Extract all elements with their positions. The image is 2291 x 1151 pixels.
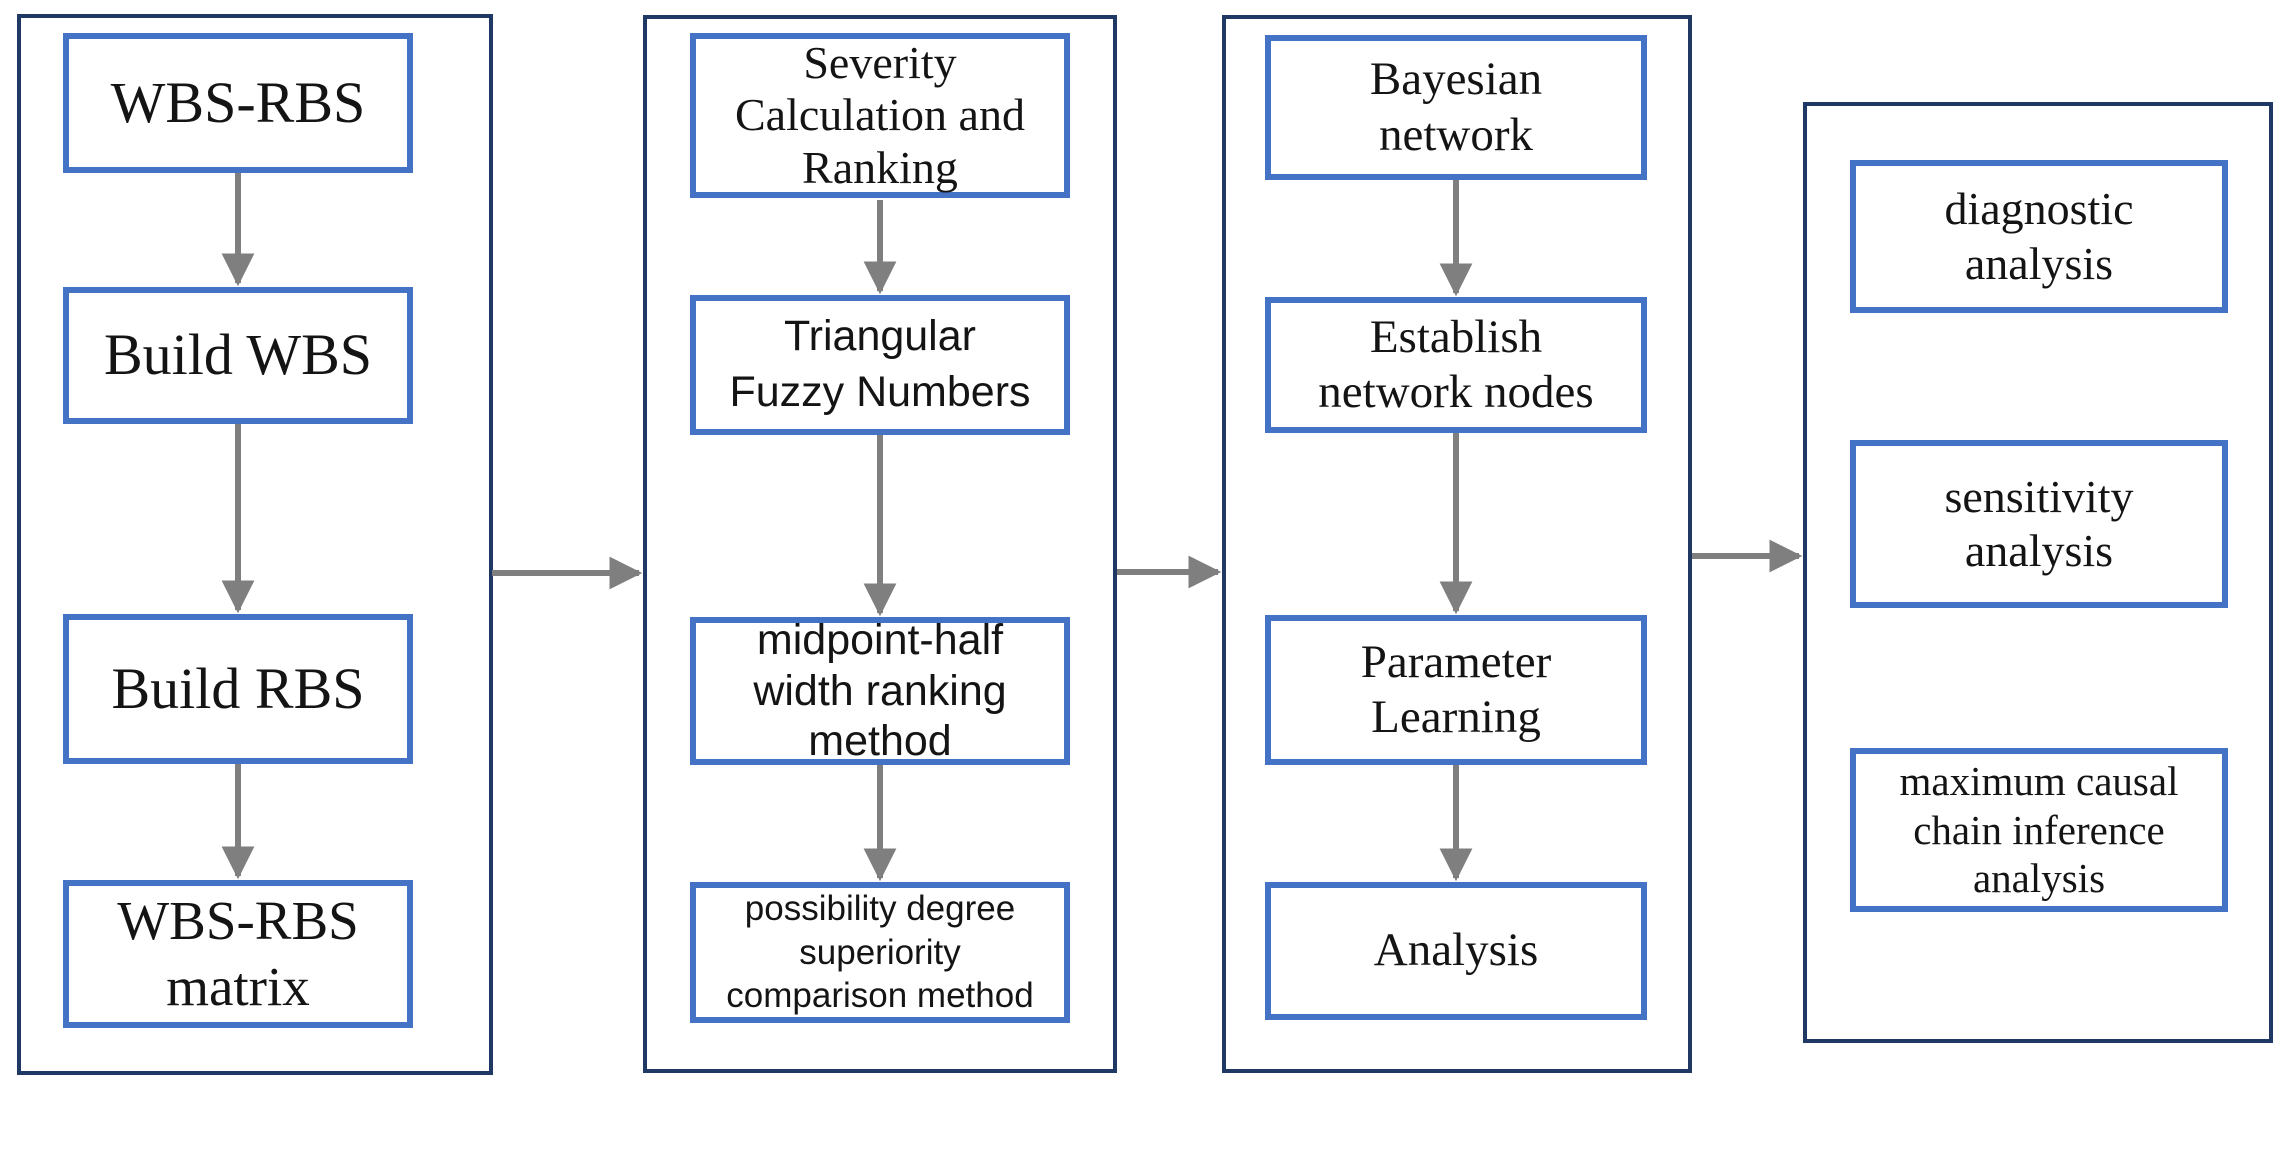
node-wbs-rbs-matrix: WBS-RBS matrix bbox=[63, 880, 413, 1028]
node-establish-network-nodes: Establish network nodes bbox=[1265, 297, 1647, 433]
stage-container-analyses bbox=[1803, 102, 2273, 1043]
node-diagnostic-analysis: diagnostic analysis bbox=[1850, 160, 2228, 313]
node-bayesian-network: Bayesian network bbox=[1265, 35, 1647, 180]
stage-container-wbs-rbs bbox=[17, 14, 493, 1075]
node-build-rbs: Build RBS bbox=[63, 614, 413, 764]
node-severity-calculation-ranking: Severity Calculation and Ranking bbox=[690, 33, 1070, 198]
node-possibility-degree-comparison: possibility degree superiority compariso… bbox=[690, 882, 1070, 1023]
node-maximum-causal-chain: maximum causal chain inference analysis bbox=[1850, 748, 2228, 912]
node-sensitivity-analysis: sensitivity analysis bbox=[1850, 440, 2228, 608]
stage-container-severity bbox=[643, 15, 1117, 1073]
node-midpoint-half-width-ranking: midpoint-half width ranking method bbox=[690, 616, 1070, 765]
node-triangular-fuzzy-numbers: Triangular Fuzzy Numbers bbox=[690, 295, 1070, 435]
node-parameter-learning: Parameter Learning bbox=[1265, 615, 1647, 765]
stage-container-bayesian bbox=[1222, 15, 1692, 1073]
node-analysis: Analysis bbox=[1265, 882, 1647, 1020]
node-wbs-rbs: WBS-RBS bbox=[63, 33, 413, 173]
node-build-wbs: Build WBS bbox=[63, 287, 413, 424]
